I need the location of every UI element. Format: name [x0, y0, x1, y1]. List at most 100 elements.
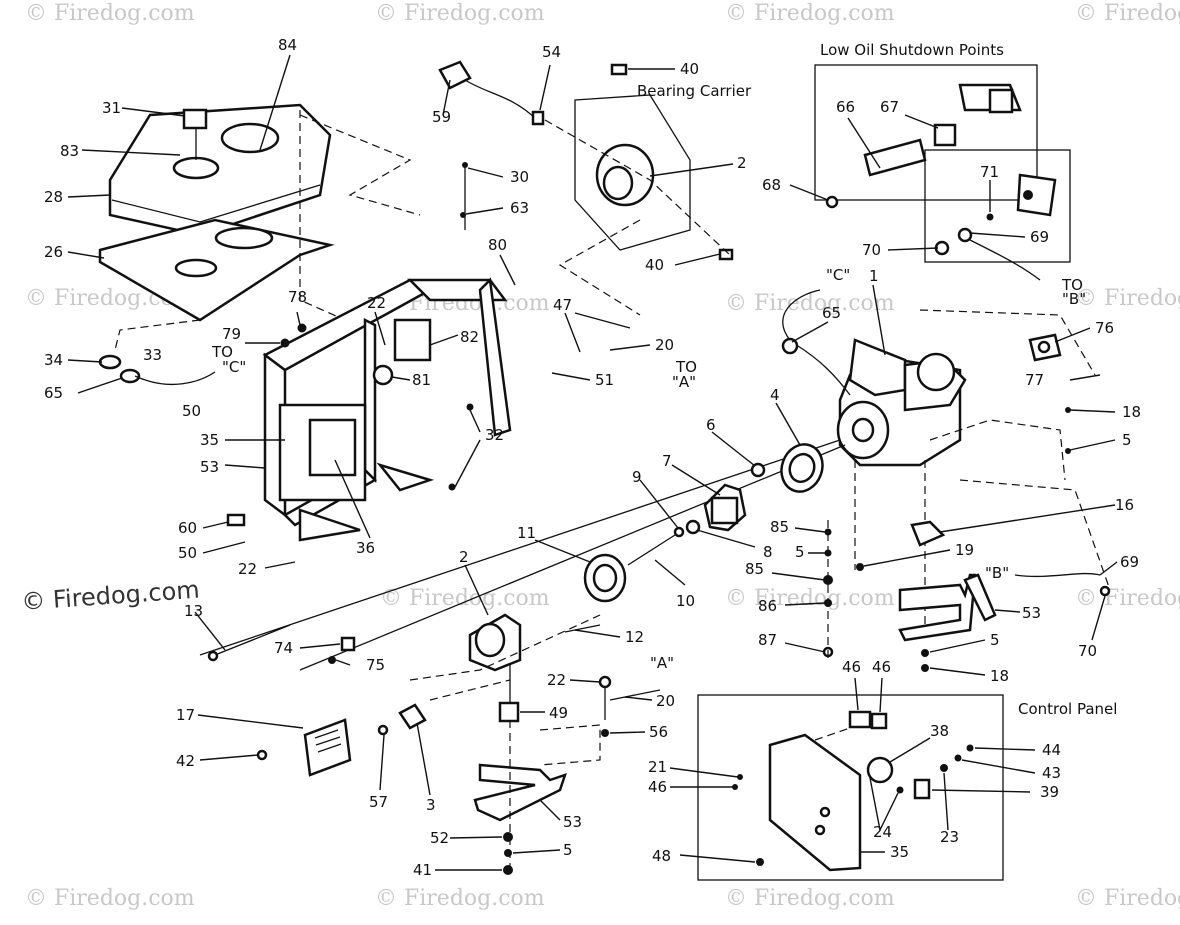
- callout-number: 51: [595, 371, 614, 389]
- assembly-line: [114, 319, 201, 351]
- callout-number: 9: [632, 468, 642, 486]
- wire-lead: [464, 79, 536, 119]
- leader-line: [931, 789, 1031, 793]
- callout-number: 35: [890, 843, 909, 861]
- assembly-line: [959, 479, 1111, 591]
- callout-number: 82: [460, 328, 479, 346]
- skid-rail: [473, 763, 567, 822]
- leader-line: [1069, 409, 1116, 413]
- washer: [685, 519, 701, 535]
- leader-line: [624, 696, 653, 701]
- route-label: "B": [1062, 290, 1086, 308]
- watermark-text: © Firedog.com: [1075, 586, 1180, 611]
- callout-number: 42: [176, 752, 195, 770]
- callout-number: 17: [176, 706, 195, 724]
- callout-number: 4: [770, 386, 780, 404]
- leader-line: [194, 611, 226, 651]
- callout-number: 19: [955, 541, 974, 559]
- callout-number: 2: [459, 548, 469, 566]
- spacer: [564, 624, 601, 633]
- callout-number: 2: [737, 154, 747, 172]
- leader-line: [696, 529, 756, 548]
- leader-line: [299, 643, 341, 649]
- callout-number: 66: [836, 98, 855, 116]
- leader-line: [442, 79, 451, 116]
- leader-line: [711, 431, 756, 467]
- assembly-line: [544, 119, 731, 256]
- leader-line: [1099, 561, 1118, 576]
- bolt-head: [207, 650, 219, 662]
- callout-number: 68: [762, 176, 781, 194]
- handle-bracket: [963, 573, 997, 622]
- wire-terminal: [531, 110, 545, 126]
- leader-line: [775, 402, 801, 446]
- leader-line: [789, 184, 829, 201]
- callout-number: 21: [648, 758, 667, 776]
- muffler-box: [308, 418, 357, 477]
- leader-line: [784, 642, 826, 653]
- leader-line: [994, 609, 1021, 613]
- watermark-text: © Firedog.com: [725, 291, 895, 316]
- callout-number: 5: [1122, 431, 1132, 449]
- callout-number: 69: [1120, 553, 1139, 571]
- leader-line: [854, 677, 859, 711]
- callout-number: 53: [563, 813, 582, 831]
- callout-number: 34: [44, 351, 63, 369]
- circuit-breaker: [866, 756, 894, 784]
- leader-line: [639, 479, 679, 529]
- leader-line: [81, 149, 181, 156]
- washer: [750, 462, 766, 478]
- bearing-bolt: [610, 63, 628, 76]
- low-oil-inset-box: [924, 149, 1071, 263]
- tank-opening: [220, 122, 280, 154]
- leader-line: [847, 117, 881, 169]
- leader-line: [121, 107, 186, 117]
- leader-line: [197, 714, 304, 729]
- callout-number: 46: [648, 778, 667, 796]
- screw-head: [598, 675, 612, 689]
- through-bolt-axis: [199, 439, 841, 656]
- low-oil-group: [814, 64, 1071, 281]
- frame-group: [226, 277, 512, 542]
- callout-number: 28: [44, 188, 63, 206]
- frame-tube: [363, 317, 377, 484]
- callout-number: 18: [990, 667, 1009, 685]
- callout-number: 40: [645, 256, 664, 274]
- assembly-line: [929, 419, 1066, 481]
- leader-line: [551, 372, 591, 381]
- screw: [825, 195, 839, 209]
- oil-sensor-body: [1016, 173, 1057, 217]
- fuel-cap-base: [172, 156, 220, 180]
- leader-line: [67, 251, 105, 259]
- callout-number: 83: [60, 142, 79, 160]
- leader-line: [904, 114, 939, 129]
- oil-switch-port: [988, 88, 1014, 114]
- callout-number: 12: [625, 628, 644, 646]
- callout-number: 80: [488, 236, 507, 254]
- callout-number: 77: [1025, 371, 1044, 389]
- leader-line: [671, 464, 721, 496]
- assembly-line: [558, 219, 641, 316]
- leader-line: [379, 734, 385, 791]
- low-oil-box: [814, 64, 1038, 201]
- assembly-line: [539, 724, 601, 766]
- nut: [601, 729, 609, 737]
- frame-tube: [478, 277, 512, 437]
- mount-hole: [1037, 340, 1051, 354]
- vent-slot: [314, 729, 339, 739]
- wire-lead: [1014, 572, 1101, 578]
- leader-line: [879, 677, 883, 713]
- through-bolt: [214, 624, 291, 656]
- nut: [966, 744, 974, 752]
- fuel-tank-seam: [111, 184, 321, 223]
- leader-line: [872, 284, 886, 356]
- callout-number: 86: [758, 597, 777, 615]
- leader-line: [67, 359, 103, 363]
- leader-line: [609, 731, 646, 734]
- leader-line: [574, 312, 631, 329]
- route-label: "C": [222, 358, 246, 376]
- nut: [986, 213, 994, 221]
- screw: [328, 656, 336, 664]
- routing-labels: TO "C" TO "A" "C" TO "B" "B" "A": [211, 266, 1086, 672]
- callout-number: 39: [1040, 783, 1059, 801]
